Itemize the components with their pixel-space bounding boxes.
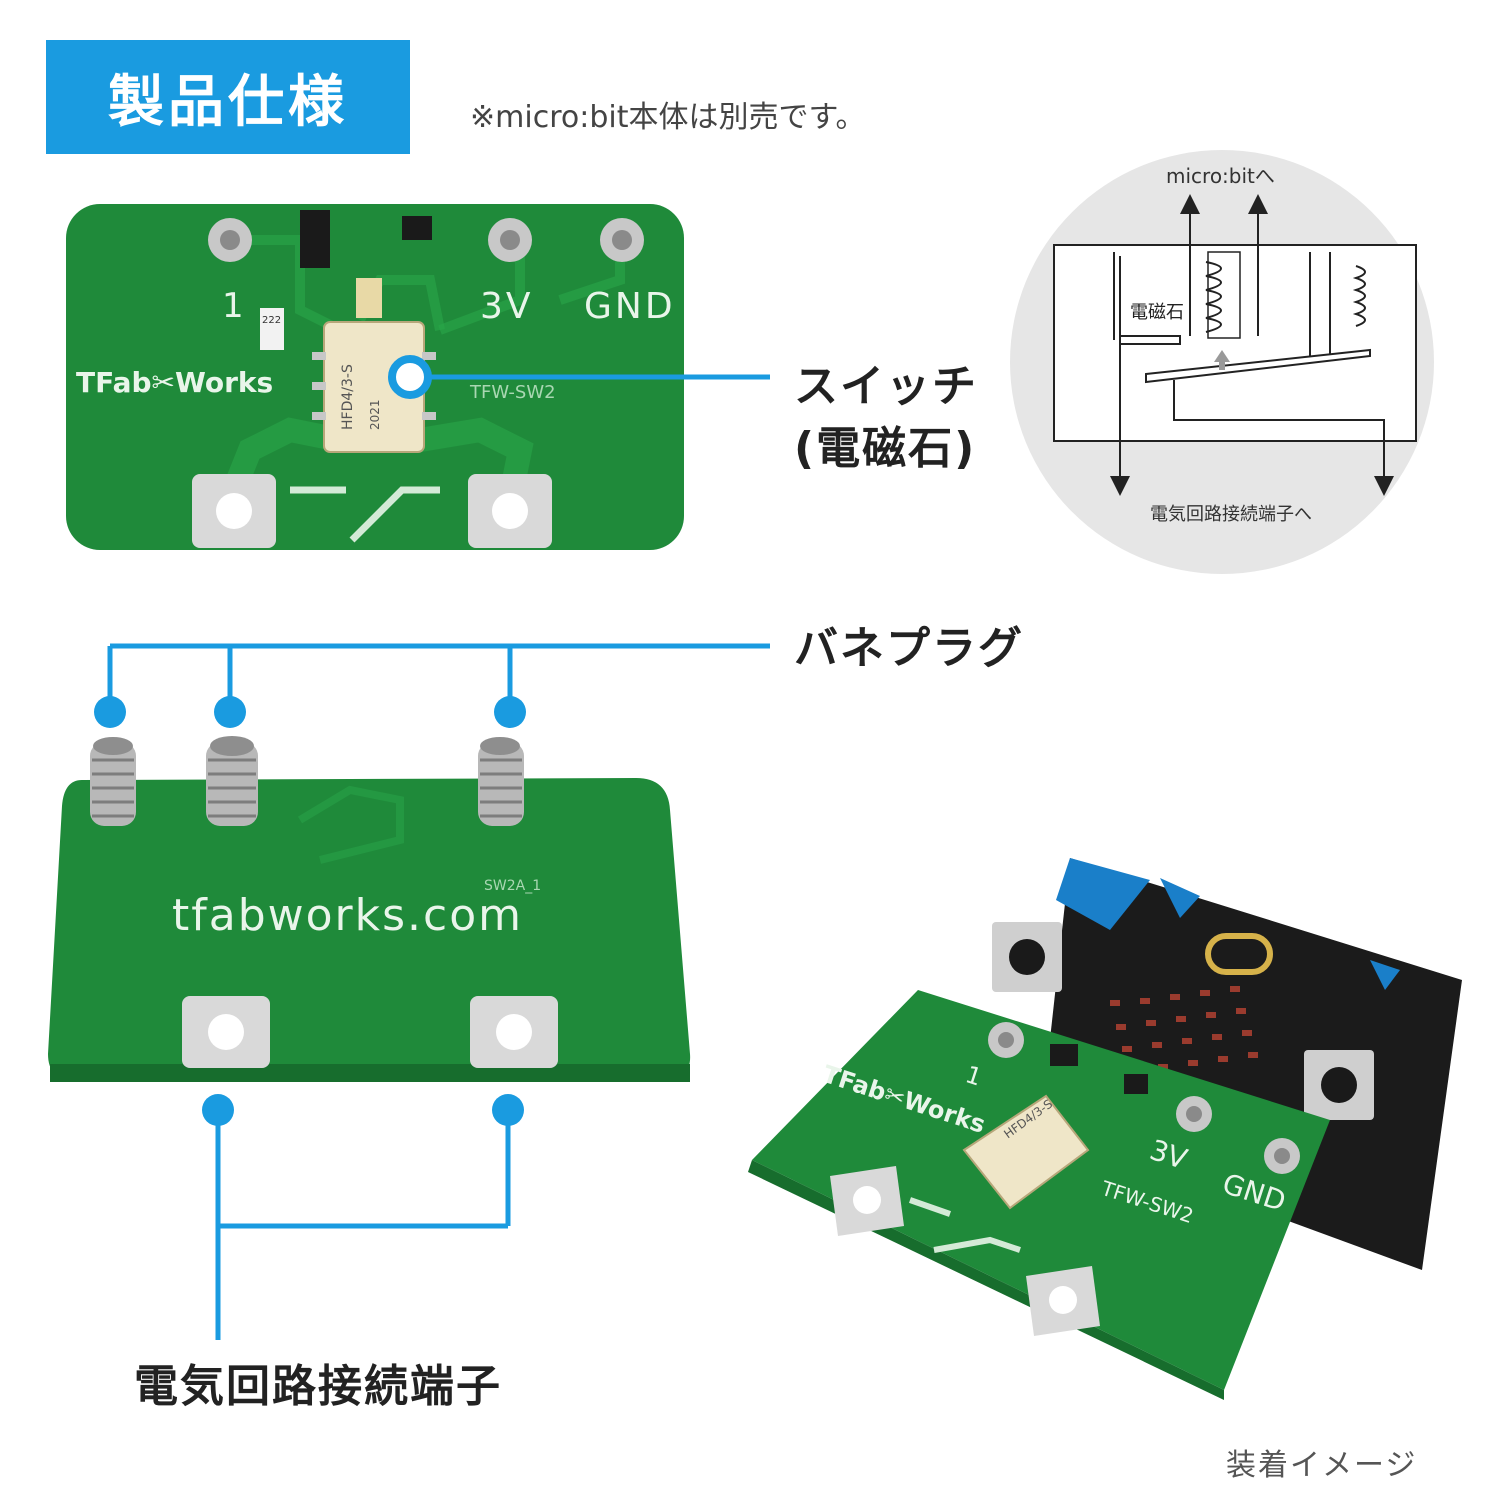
switch-callout — [388, 355, 770, 399]
top-board-resistor: 222 — [262, 315, 282, 326]
terminal-callout — [202, 1094, 524, 1340]
pin-gnd-screw — [600, 218, 644, 262]
top-board-3v-label: 3V — [480, 286, 534, 327]
bottom-board-url: tfabworks.com — [172, 890, 523, 941]
mounted-terminal-right — [1026, 1266, 1100, 1336]
spring-plug-callout — [94, 643, 770, 728]
top-board-silk: TFW-SW2 — [470, 382, 556, 403]
terminal-pad-right — [468, 474, 552, 548]
switch-sublabel: (電磁石) — [794, 423, 977, 474]
pin-1-screw — [208, 218, 252, 262]
bottom-board-silk: SW2A_1 — [484, 878, 542, 894]
top-board-brand: TFab✂Works — [76, 366, 274, 399]
top-pcb-board — [66, 204, 684, 550]
relay-model: HFD4/3-S — [340, 364, 356, 430]
microbit-button-a — [992, 922, 1062, 992]
diagram-to-microbit: micro:bitへ — [1166, 164, 1275, 188]
spring-plug-label: バネプラグ — [794, 623, 1024, 674]
terminal-pad-left — [192, 474, 276, 548]
page-title: 製品仕様 — [108, 69, 348, 135]
pin-3v-screw — [488, 218, 532, 262]
top-board-gnd-label: GND — [584, 286, 676, 327]
top-board-pin1-label: 1 — [222, 286, 244, 326]
mounted-caption: 装着イメージ — [1226, 1448, 1418, 1483]
diagram-to-terminal: 電気回路接続端子へ — [1150, 504, 1312, 525]
bottom-terminal-pad-right — [470, 996, 558, 1068]
mounted-terminal-left — [830, 1166, 904, 1236]
microbit-led-matrix — [1110, 986, 1258, 1074]
spring-plug-1 — [90, 737, 136, 826]
header-banner — [46, 40, 410, 154]
terminal-label: 電気回路接続端子 — [134, 1361, 502, 1412]
bottom-terminal-pad-left — [182, 996, 270, 1068]
spring-plug-3 — [478, 737, 524, 826]
mounted-relay — [962, 1094, 1090, 1210]
diagram-electromagnet: 電磁石 — [1130, 302, 1184, 323]
microbit-button-b — [1304, 1050, 1374, 1120]
relay-diagram — [1010, 150, 1434, 574]
relay-year: 2021 — [368, 399, 382, 430]
spring-plug-2 — [206, 736, 258, 826]
bottom-pcb-board — [48, 736, 691, 1082]
mounted-image — [748, 858, 1462, 1400]
switch-label: スイッチ — [794, 361, 978, 412]
header-note: ※micro:bit本体は別売です。 — [470, 100, 866, 135]
